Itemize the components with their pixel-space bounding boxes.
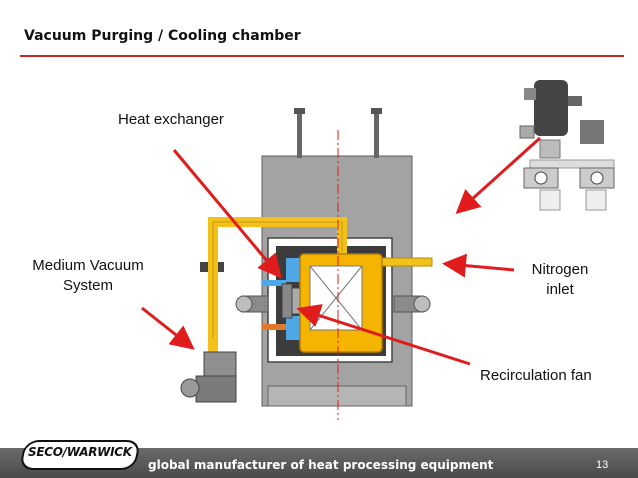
vacuum-pump [180,351,237,403]
footer-tagline: global manufacturer of heat processing e… [148,458,494,472]
arrow-medium-vacuum [141,306,195,350]
label-nitrogen-line2: inlet [546,281,574,298]
arrow-plant-overview [455,136,542,215]
company-logo-text: SECO/WARWICK [28,445,132,459]
label-heat-exchanger: Heat exchanger [118,111,224,128]
arrow-heat-exchanger [172,149,282,279]
slide-title: Vacuum Purging / Cooling chamber [24,28,301,44]
chamber-diagram [141,80,615,420]
load-basket [299,253,383,353]
label-recirculation-fan: Recirculation fan [480,367,592,384]
arrow-recirculation-fan [296,304,471,366]
title-divider [20,55,624,57]
label-medium-vacuum: Medium Vacuum System [28,256,148,296]
label-medium-vacuum-line2: System [62,277,113,294]
label-medium-vacuum-line1: Medium Vacuum [32,257,144,274]
label-nitrogen-line1: Nitrogen [531,261,589,278]
gas-duct [208,217,433,352]
arrow-nitrogen-inlet [442,253,515,278]
page-number: 13 [596,459,609,471]
callout-arrows [141,136,542,366]
label-nitrogen-inlet: Nitrogen inlet [518,260,602,300]
plant-overview-thumbnail [519,80,615,211]
